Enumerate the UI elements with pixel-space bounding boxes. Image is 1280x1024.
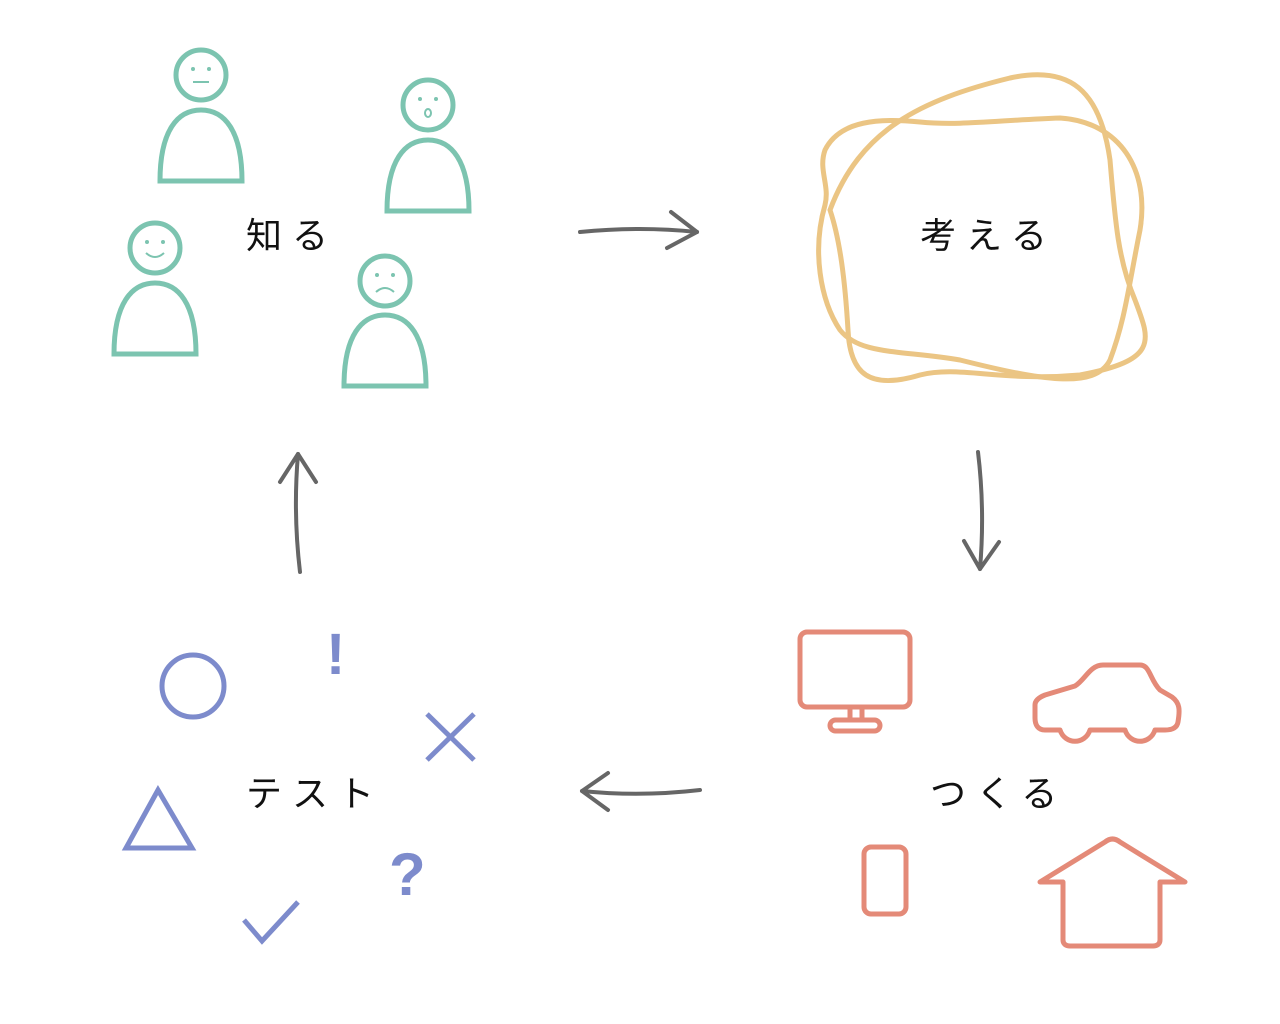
person-smile-face-icon — [111, 220, 199, 357]
stage-test — [121, 652, 476, 945]
question-icon: ? — [389, 841, 426, 908]
circle-icon — [159, 652, 227, 720]
stage-know — [111, 47, 472, 389]
stage-label-think: 考える — [920, 216, 1057, 257]
arrow-left-icon — [580, 771, 702, 812]
person-neutral-face-icon — [157, 47, 245, 184]
cross-icon — [425, 712, 476, 762]
arrow-up-icon — [278, 452, 318, 574]
stage-make — [797, 629, 1188, 949]
stage-label-make: つくる — [930, 774, 1067, 815]
triangle-icon — [121, 784, 197, 851]
person-frown-face-icon — [341, 253, 429, 389]
person-surprised-face-icon — [384, 77, 472, 214]
arrow-down-icon — [962, 450, 1001, 571]
smartphone-icon — [861, 844, 909, 917]
stage-label-know: 知る — [246, 216, 338, 257]
tangled-loop-icon — [816, 72, 1148, 384]
car-icon — [1032, 662, 1182, 744]
exclamation-icon: ! — [326, 622, 345, 687]
monitor-icon — [797, 629, 913, 734]
check-icon — [242, 900, 300, 945]
house-icon — [1037, 836, 1188, 949]
arrow-right-icon — [578, 210, 699, 250]
stage-label-test: テスト — [246, 774, 384, 815]
